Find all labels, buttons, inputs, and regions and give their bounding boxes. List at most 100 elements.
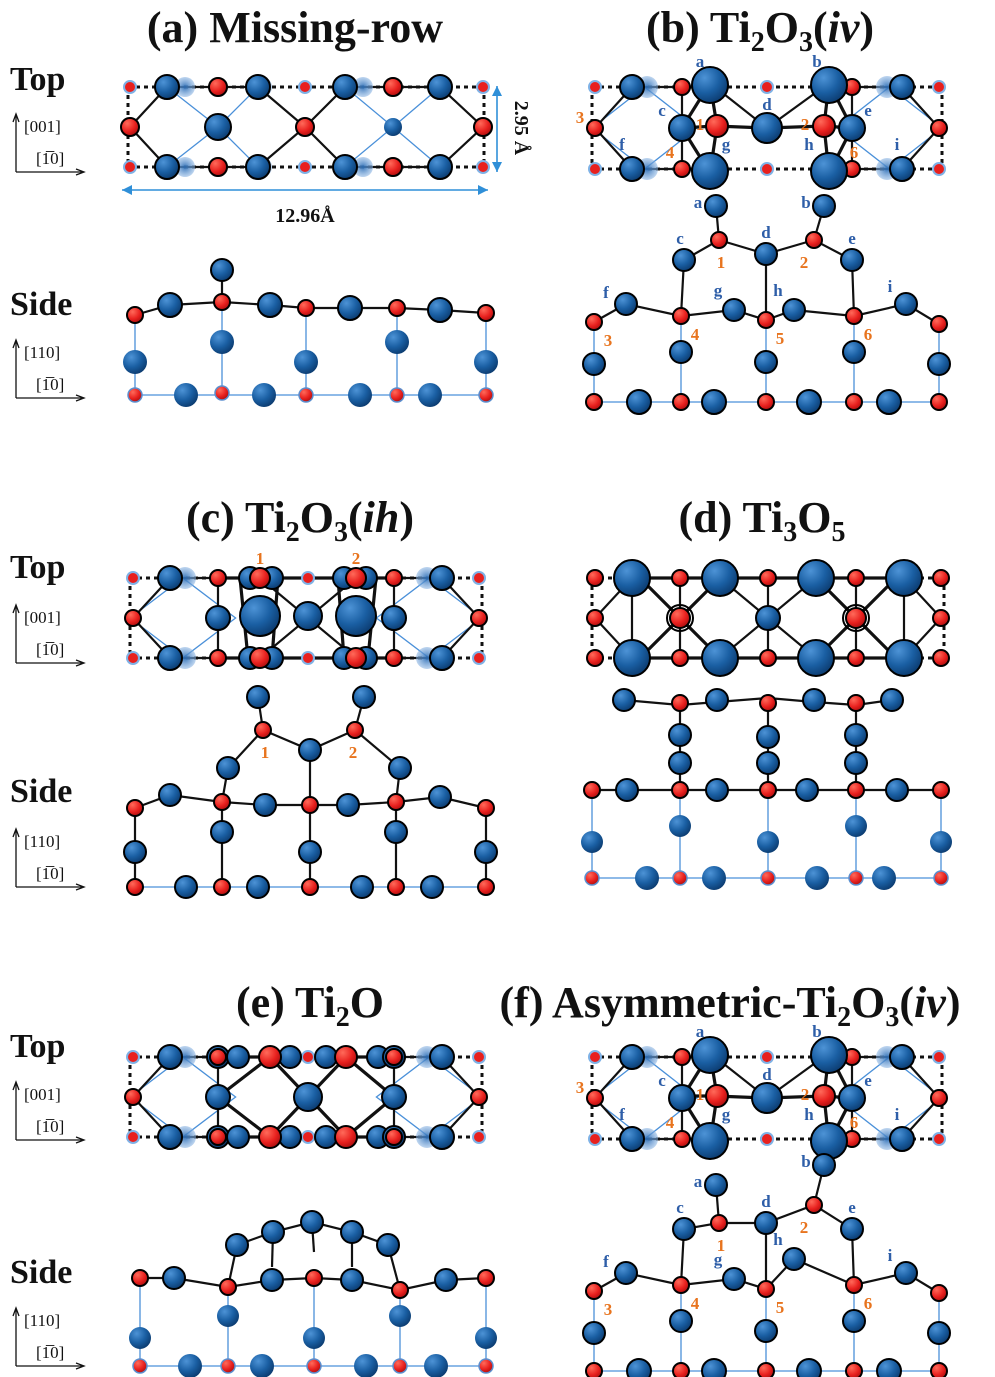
- o-atom: [759, 569, 777, 587]
- axis-up-arrow: [12, 603, 20, 614]
- ti-atom: [205, 605, 231, 631]
- ti-site-label: f: [603, 283, 609, 302]
- ti-atom: [332, 74, 358, 100]
- o-atom: [585, 1282, 603, 1300]
- ti-atom: [691, 1122, 729, 1160]
- ti-atom: [388, 756, 412, 780]
- o-atom: [759, 694, 777, 712]
- axis-right-label: [1̅0]: [36, 640, 64, 659]
- o-site-label: 1: [717, 1236, 726, 1255]
- ti-atom: [216, 756, 240, 780]
- ti-atom: [795, 778, 819, 802]
- o-atom-bulk: [389, 387, 405, 403]
- o-atom: [930, 1284, 948, 1302]
- o-atom: [586, 649, 604, 667]
- o-site-label: 2: [801, 1085, 810, 1104]
- o-site-label: 2: [801, 115, 810, 134]
- ti-atom: [376, 1233, 400, 1257]
- ti-atom: [668, 751, 692, 775]
- o-atom-subsurface: [760, 80, 774, 94]
- ti-site-label: h: [804, 135, 814, 154]
- o-atom: [131, 1269, 149, 1287]
- o-atom: [847, 781, 865, 799]
- ti-atom-bulk: [389, 1305, 411, 1327]
- bond: [591, 1056, 699, 1140]
- axis-indicator: [001][1̅0]: [12, 603, 86, 667]
- o-site-label: 1: [261, 743, 270, 762]
- o-atom-bulk: [298, 387, 314, 403]
- o-site-label: 1: [696, 115, 705, 134]
- o-atom: [845, 1276, 863, 1294]
- ti-atom: [796, 1358, 822, 1377]
- o-atom-subsurface: [126, 571, 140, 585]
- bond: [129, 1056, 237, 1138]
- o-atom: [383, 77, 403, 97]
- ti-atom-subsurface: [353, 157, 373, 177]
- o-atom-bulk: [220, 1358, 236, 1374]
- o-atom: [334, 1125, 358, 1149]
- ti-atom: [669, 340, 693, 364]
- bond: [220, 696, 265, 803]
- o-site-label: 3: [576, 1078, 585, 1097]
- ti-atom-bulk: [210, 330, 234, 354]
- o-atom: [672, 393, 690, 411]
- ti-atom: [754, 350, 778, 374]
- ti-atom-bulk: [475, 1327, 497, 1349]
- ti-atom: [885, 559, 923, 597]
- ti-atom: [751, 1082, 783, 1114]
- o-atom: [470, 1088, 488, 1106]
- o-atom-subsurface: [932, 162, 946, 176]
- ti-atom-bulk: [474, 350, 498, 374]
- ti-atom: [204, 113, 232, 141]
- o-atom-subsurface: [588, 162, 602, 176]
- o-atom: [805, 1196, 823, 1214]
- height-label: 2.95 Å: [510, 101, 533, 156]
- o-atom: [757, 393, 775, 411]
- ti-atom: [253, 793, 277, 817]
- ti-atom: [701, 1358, 727, 1377]
- ti-atom: [246, 875, 270, 899]
- o-atom-subsurface: [301, 1050, 315, 1064]
- bond: [902, 575, 942, 661]
- ti-atom: [672, 248, 696, 272]
- ti-atom-bulk: [635, 866, 659, 890]
- ti-atom: [434, 1268, 458, 1292]
- ti-atom: [154, 74, 180, 100]
- ti-atom: [619, 1126, 645, 1152]
- ti-atom: [889, 1044, 915, 1070]
- ti-atom: [838, 114, 866, 142]
- ti-atom: [429, 1044, 455, 1070]
- ti-site-label: a: [694, 193, 703, 212]
- ti-atom: [691, 66, 729, 104]
- o-site-label: 2: [800, 253, 809, 272]
- ti-atom: [429, 645, 455, 671]
- axis-indicator: [001][1̅0]: [12, 1080, 86, 1144]
- bond-layer: [129, 82, 943, 1372]
- ti-site-label: c: [676, 229, 684, 248]
- ti-site-label: c: [658, 1071, 666, 1090]
- ti-atom-bulk: [805, 866, 829, 890]
- title-e: (e) Ti2O: [236, 978, 384, 1033]
- ti-atom-bulk: [354, 1354, 378, 1377]
- ti-site-label: d: [761, 1192, 771, 1211]
- ti-atom-bulk: [348, 383, 372, 407]
- ti-atom: [885, 778, 909, 802]
- o-atom: [705, 1084, 729, 1108]
- title-d: (d) Ti3O5: [679, 493, 846, 548]
- axis-up-arrow: [12, 338, 20, 349]
- ti-site-label: i: [895, 135, 900, 154]
- axis-up-arrow: [12, 112, 20, 123]
- o-atom: [583, 781, 601, 799]
- ti-atom: [582, 352, 606, 376]
- ti-atom: [722, 298, 746, 322]
- o-atom: [930, 1089, 948, 1107]
- ti-site-label: g: [722, 135, 731, 154]
- o-site-label: 6: [850, 143, 859, 162]
- ti-atom: [842, 1309, 866, 1333]
- ti-atom: [427, 74, 453, 100]
- o-atom: [470, 609, 488, 627]
- ti-atom: [157, 565, 183, 591]
- o-atom-bulk: [306, 1358, 322, 1374]
- o-site-label: 6: [850, 1113, 859, 1132]
- ti-atom: [332, 154, 358, 180]
